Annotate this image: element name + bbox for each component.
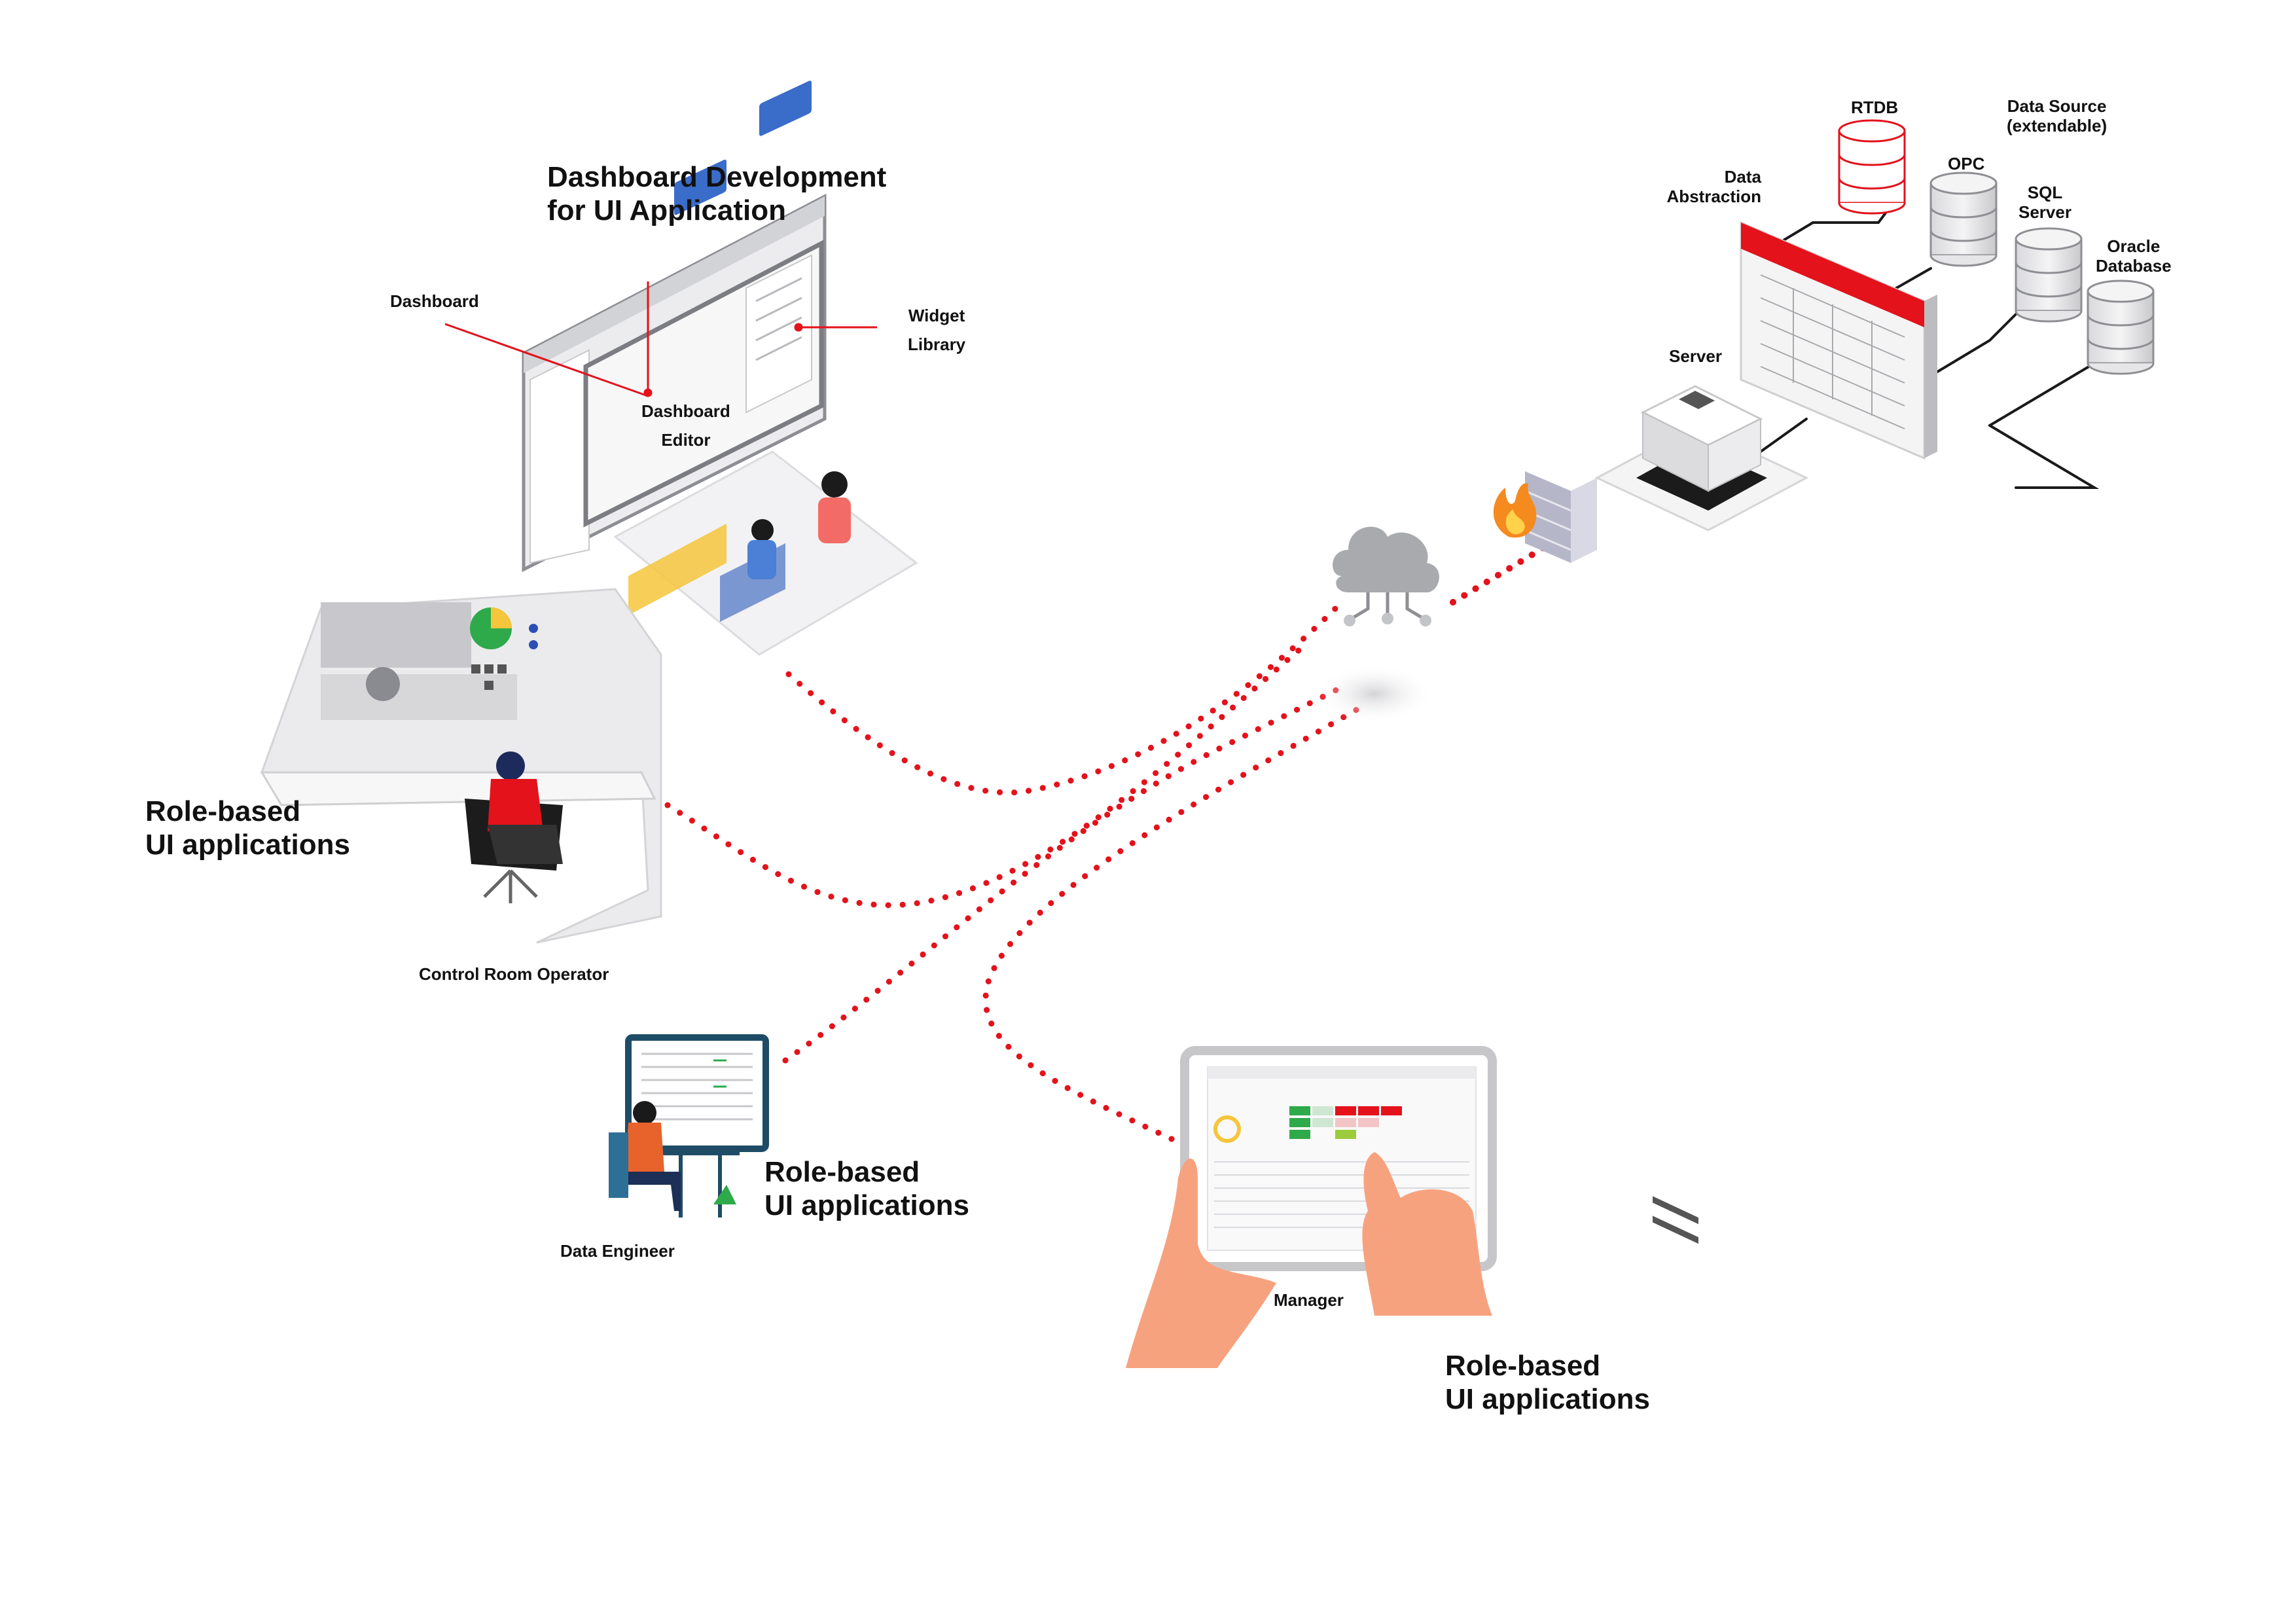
link-oracle-2 xyxy=(1988,424,2100,489)
role-based-label-control-room: Role-based UI applications xyxy=(145,795,350,861)
database-opc xyxy=(1929,171,1998,267)
manager-tablet xyxy=(1126,1046,1497,1368)
role-based-label-manager: Role-based UI applications xyxy=(1445,1350,1650,1416)
server-icon xyxy=(1594,385,1809,1244)
role-based-line1: Role-based xyxy=(764,1156,920,1188)
database-rtdb xyxy=(1838,119,1906,215)
data-source-line2: (extendable) xyxy=(2007,115,2108,135)
data-abstraction-line1: Data xyxy=(1724,167,1761,187)
dashboard-dev-title: Dashboard Development for UI Application xyxy=(547,161,886,227)
oracle-database-line1: Oracle xyxy=(2107,236,2161,256)
link-firewall xyxy=(1450,540,1554,605)
dashboard-monitor xyxy=(444,193,877,573)
dashboard-editor-line2: Editor xyxy=(661,430,711,450)
sql-server-line1: SQL xyxy=(2027,183,2063,202)
manager-label: Manager xyxy=(1274,1290,1344,1310)
dashboard-label: Dashboard xyxy=(390,291,479,311)
sql-server-line2: Server xyxy=(2018,202,2072,222)
role-based-line1: Role-based xyxy=(1445,1350,1601,1382)
widget-library-line1: Widget xyxy=(908,306,965,325)
role-based-line1: Role-based xyxy=(145,795,301,827)
data-source-line1: Data Source xyxy=(2007,96,2107,116)
firewall-icon xyxy=(1493,471,1597,563)
link-data-engineer xyxy=(782,684,1345,1064)
cloud-icon xyxy=(1316,526,1439,723)
role-based-line2: UI applications xyxy=(1445,1382,1650,1415)
database-sql-server xyxy=(2015,227,2083,323)
rtdb-label: RTDB xyxy=(1851,98,1899,117)
dashboard-dev-title-line1: Dashboard Development xyxy=(547,161,887,193)
sql-server-label: SQL Server xyxy=(2018,183,2072,223)
dashboard-dev-title-line2: for UI Application xyxy=(547,194,787,226)
opc-label: OPC xyxy=(1948,154,1985,173)
link-control-room xyxy=(664,638,1312,909)
server-label: Server xyxy=(1669,346,1722,366)
data-abstraction-line2: Abstraction xyxy=(1666,186,1761,206)
link-sql xyxy=(1923,313,2017,381)
role-based-line2: UI applications xyxy=(145,828,350,861)
widget-library-line2: Library xyxy=(908,334,966,354)
role-based-line2: UI applications xyxy=(764,1189,969,1221)
dashboard-editor-label: Dashboard Editor xyxy=(641,397,730,454)
role-based-label-data-engineer: Role-based UI applications xyxy=(764,1156,969,1222)
dashboard-editor-line1: Dashboard xyxy=(641,401,730,421)
oracle-database-line2: Database xyxy=(2096,255,2172,276)
oracle-database-label: Oracle Database xyxy=(2096,236,2172,276)
developer-desk xyxy=(613,81,918,656)
control-room-operator-label: Control Room Operator xyxy=(419,964,609,984)
data-source-label: Data Source (extendable) xyxy=(2007,96,2108,136)
data-engineer-label: Data Engineer xyxy=(560,1241,675,1261)
widget-library-label: Widget Library xyxy=(908,301,965,359)
link-dashboard-dev xyxy=(785,599,1345,796)
link-server-abstraction xyxy=(1759,418,1808,453)
data-abstraction-label: Data Abstraction xyxy=(1640,167,1761,207)
control-room-console xyxy=(260,588,662,944)
data-engineer-workstation xyxy=(609,1034,769,1218)
database-oracle xyxy=(2087,280,2155,375)
data-abstraction-table xyxy=(1740,221,1937,460)
